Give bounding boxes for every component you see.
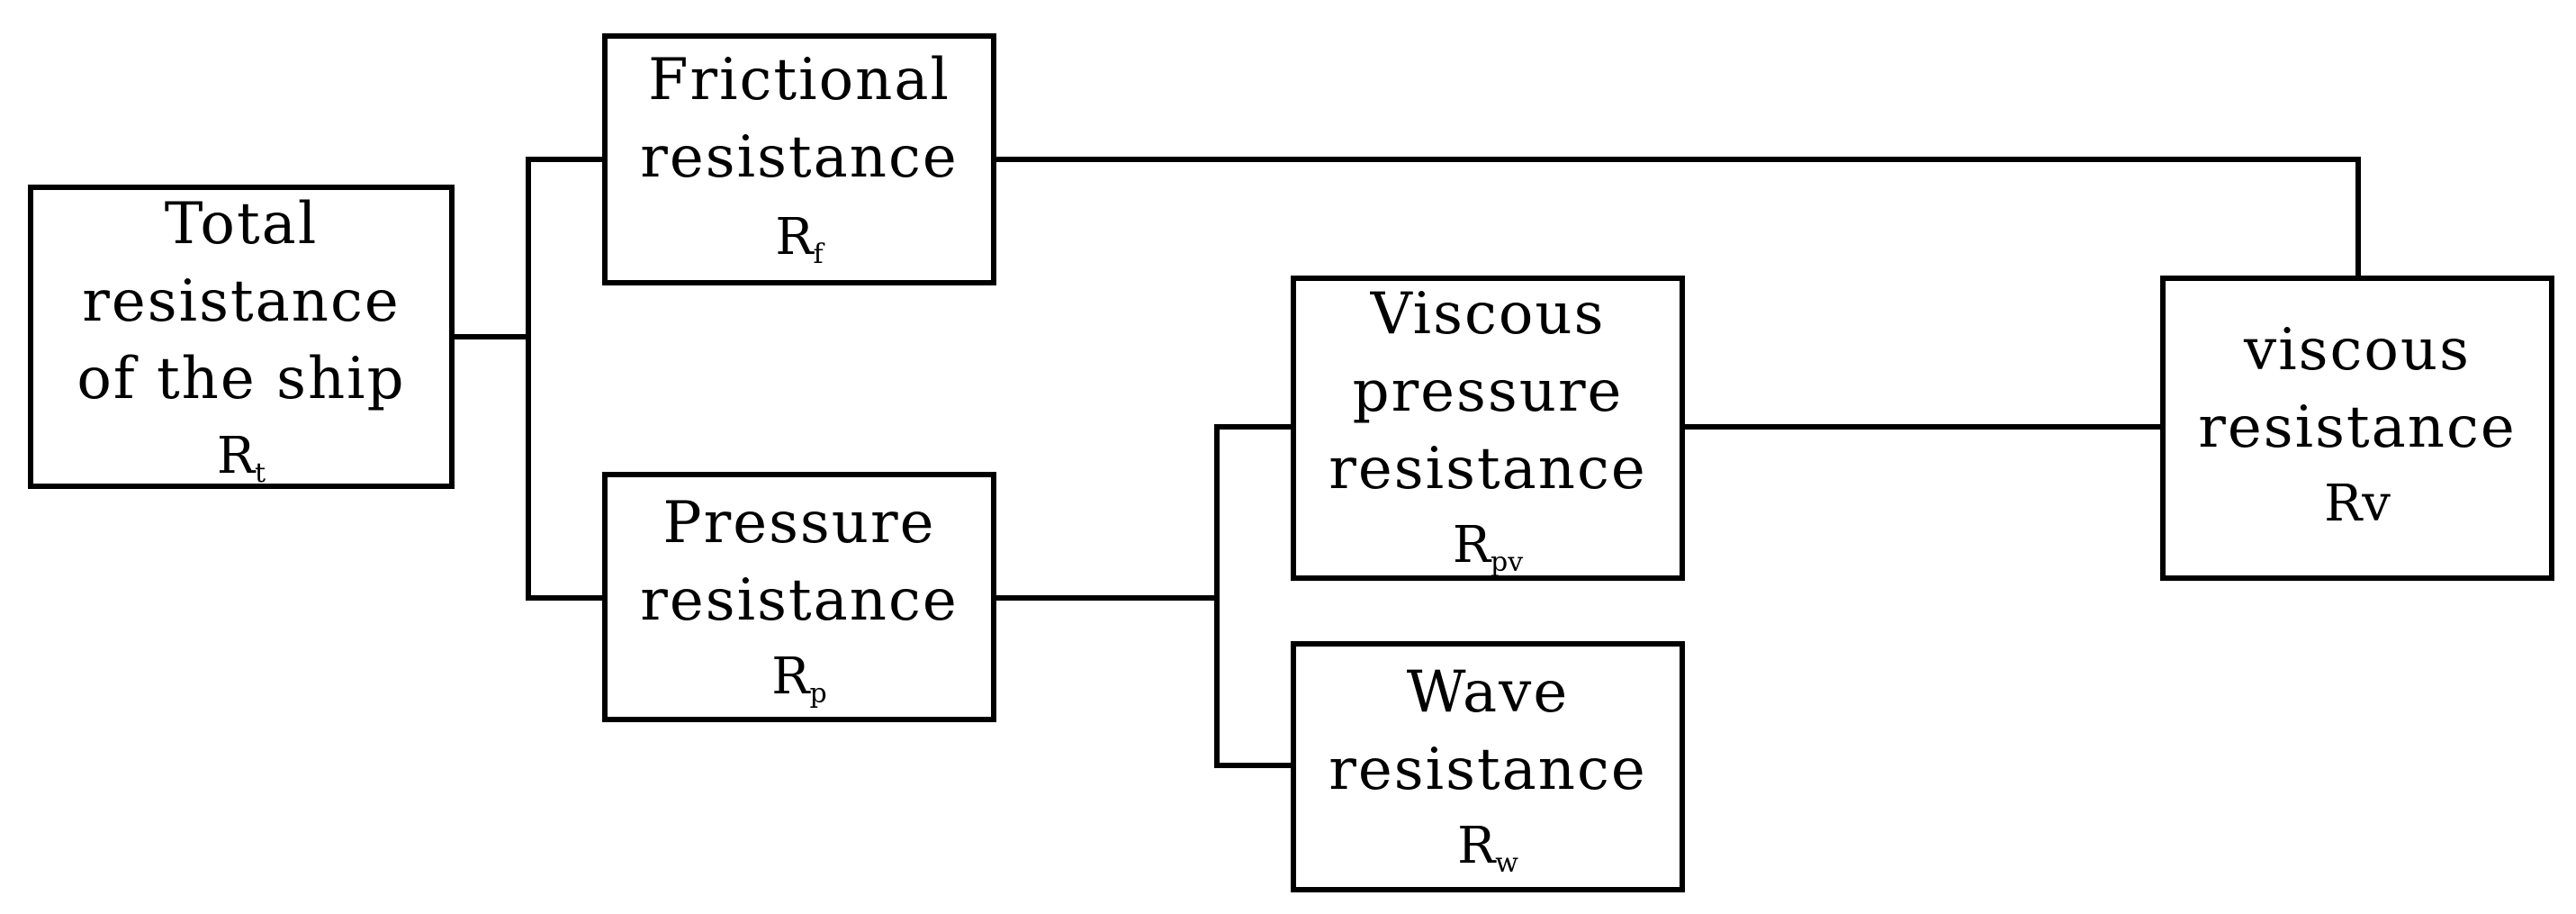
pressure-line-2: resistance (640, 567, 958, 634)
viscous-symbol: Rv (2324, 475, 2391, 533)
viscous-pressure-resistance-box (1291, 276, 1685, 581)
connectors (449, 157, 2361, 768)
viscous-resistance-box (2160, 276, 2554, 581)
viscous-pressure-line-1: Viscous (1370, 281, 1606, 348)
connector-frictional-to-viscous (991, 157, 2361, 278)
connector-pressure-branch (991, 424, 1296, 768)
viscous-line-1: viscous (2243, 317, 2471, 384)
wave-resistance-node: Wave resistance Rw (1329, 659, 1646, 879)
total-line-1: Total (165, 191, 319, 258)
total-resistance-node: Total resistance of the ship Rt (77, 191, 405, 489)
wave-symbol: Rw (1457, 817, 1518, 879)
frictional-line-2: resistance (640, 124, 958, 191)
pressure-line-1: Pressure (663, 490, 936, 557)
viscous-pressure-line-3: resistance (1329, 436, 1646, 502)
wave-line-2: resistance (1329, 737, 1646, 803)
total-symbol: Rt (217, 427, 266, 489)
boxes (28, 33, 2554, 892)
total-line-3: of the ship (77, 346, 405, 412)
viscous-line-2: resistance (2198, 394, 2516, 461)
frictional-line-1: Frictional (648, 47, 950, 113)
frictional-resistance-box (602, 33, 996, 285)
pressure-resistance-box (602, 472, 996, 722)
pressure-resistance-node: Pressure resistance Rp (640, 490, 958, 710)
frictional-resistance-node: Frictional resistance Rf (640, 47, 958, 270)
total-resistance-box (28, 185, 455, 489)
pressure-symbol: Rp (771, 647, 826, 710)
wave-resistance-box (1291, 641, 1685, 892)
viscous-pressure-resistance-node: Viscous pressure resistance Rpv (1329, 281, 1646, 578)
frictional-symbol: Rf (775, 208, 824, 270)
connector-total-branch (449, 157, 608, 601)
wave-line-1: Wave (1407, 659, 1569, 726)
viscous-pressure-line-2: pressure (1353, 358, 1624, 425)
viscous-resistance-node: viscous resistance Rv (2198, 317, 2516, 533)
viscous-pressure-symbol: Rpv (1453, 516, 1523, 578)
total-line-2: resistance (82, 268, 400, 335)
